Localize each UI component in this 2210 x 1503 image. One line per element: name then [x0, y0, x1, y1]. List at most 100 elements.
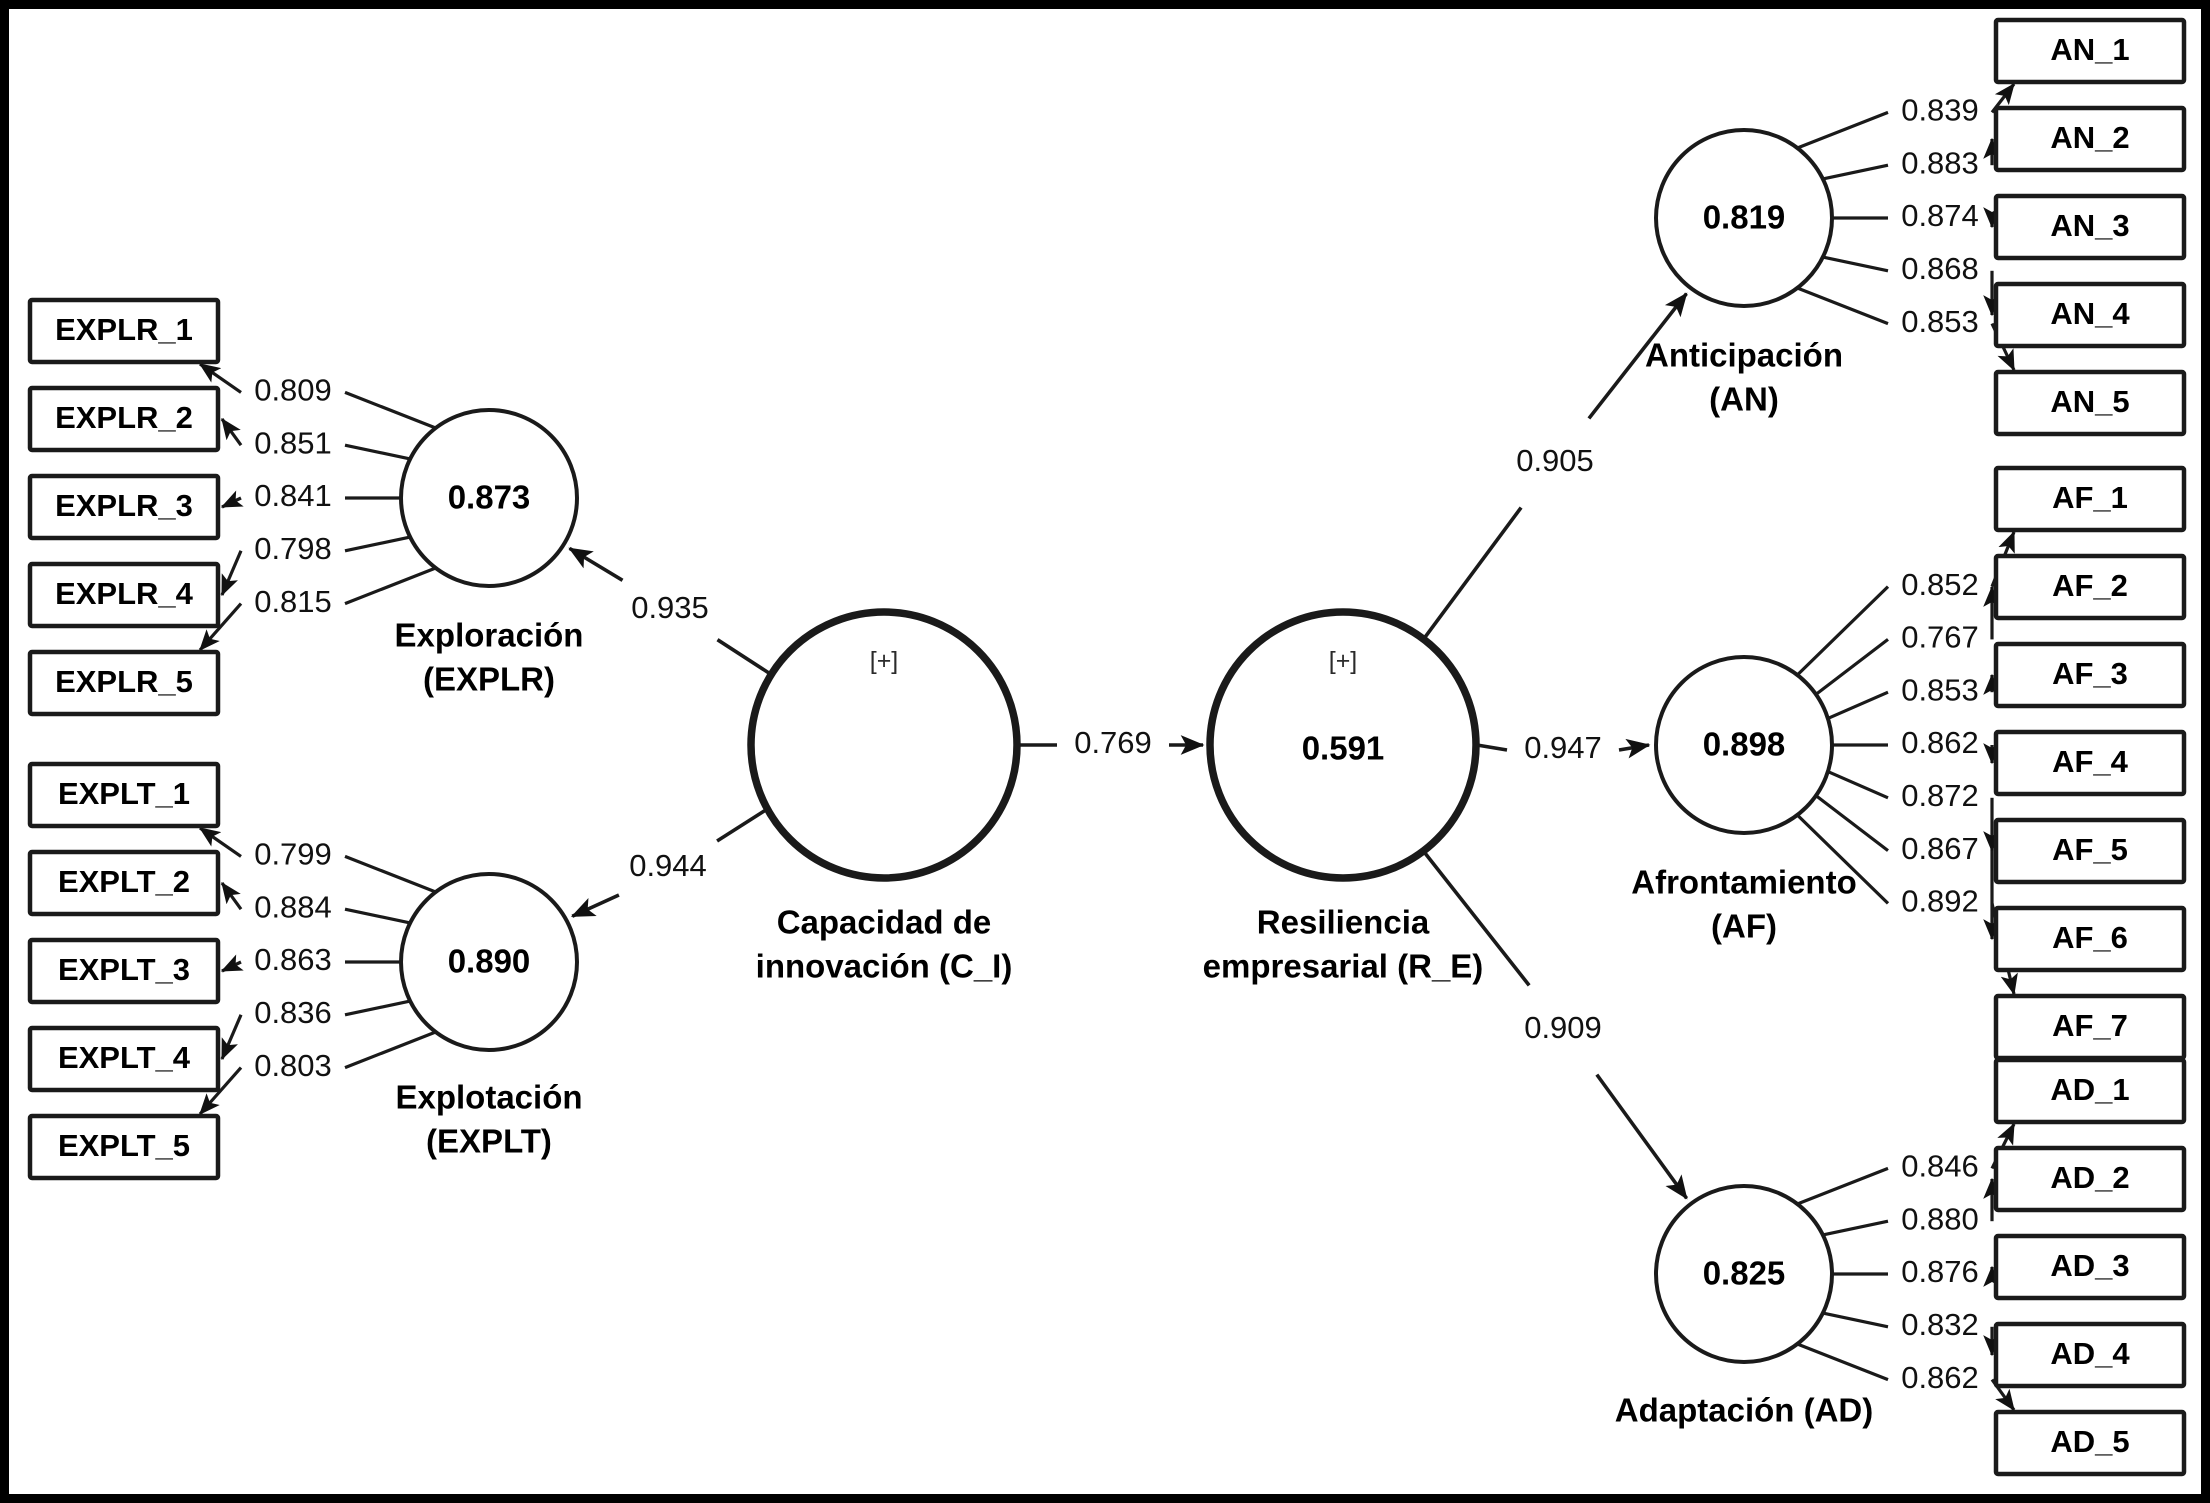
indicator-label: AD_4	[2050, 1336, 2130, 1371]
construct-circle[interactable]	[1206, 608, 1480, 882]
indicator-box	[1993, 1321, 2187, 1389]
loading-arrow-explr_2	[220, 417, 243, 447]
indicator-an_3: AN_3	[1993, 193, 2187, 261]
loading-line-explr_1	[344, 390, 437, 430]
moderation-plus-marker: [+]	[1329, 647, 1358, 675]
indicator-explt_3: EXPLT_3	[27, 937, 221, 1005]
indicator-box	[1993, 729, 2187, 797]
r-squared-value: 0.898	[1703, 726, 1786, 763]
loading-value-ad_4: 0.832	[1901, 1307, 1979, 1342]
indicator-box	[1993, 905, 2187, 973]
structural-arrow-ci-explt	[570, 893, 620, 918]
loading-line-ad_2	[1822, 1219, 1889, 1237]
loading-arrow-explt_5	[198, 1066, 243, 1116]
construct-circle[interactable]	[399, 872, 579, 1052]
indicator-box	[27, 849, 221, 917]
construct-label-explt: Explotación(EXPLT)	[395, 1079, 582, 1160]
indicator-label: AD_2	[2050, 1160, 2129, 1195]
indicator-box	[1993, 465, 2187, 533]
loading-line-explr_2	[344, 443, 411, 461]
indicator-explt_1: EXPLT_1	[27, 761, 221, 829]
latent-variable-explt[interactable]: 0.890	[399, 872, 579, 1052]
construct-name-line2: empresarial (R_E)	[1203, 948, 1484, 985]
loading-line-explt_1	[344, 854, 437, 894]
loading-arrow-explr_1	[198, 362, 242, 394]
indicator-an_5: AN_5	[1993, 369, 2187, 437]
indicator-label: AD_3	[2050, 1248, 2129, 1283]
loading-value-af_1: 0.852	[1901, 567, 1979, 602]
indicator-af_6: AF_6	[1993, 905, 2187, 973]
latent-variable-r_e[interactable]: [+]0.591	[1206, 608, 1480, 882]
indicator-box	[1993, 1233, 2187, 1301]
indicator-explr_5: EXPLR_5	[27, 649, 221, 717]
construct-label-ad: Adaptación (AD)	[1615, 1392, 1874, 1429]
loading-line-explt_5	[344, 1030, 437, 1070]
indicator-box	[27, 761, 221, 829]
construct-name-line2: (AN)	[1709, 381, 1779, 418]
indicator-af_5: AF_5	[1993, 817, 2187, 885]
structural-line-re-af	[1476, 743, 1508, 752]
loading-line-an_5	[1796, 286, 1889, 326]
indicator-box	[1993, 1057, 2187, 1125]
latent-variable-c_i[interactable]: [+]	[747, 608, 1021, 882]
construct-name-line1: Exploración	[395, 617, 584, 654]
construct-circle[interactable]	[747, 608, 1021, 882]
indicator-label: EXPLT_5	[58, 1128, 190, 1163]
structural-line-ci-explt	[716, 808, 768, 843]
indicator-ad_1: AD_1	[1993, 1057, 2187, 1125]
loading-line-af_5	[1827, 770, 1889, 800]
indicator-an_1: AN_1	[1993, 17, 2187, 85]
indicator-label: AF_1	[2052, 480, 2128, 515]
indicator-box	[27, 1025, 221, 1093]
structural-line-re-ad	[1422, 850, 1531, 987]
indicator-box	[1993, 193, 2187, 261]
loading-arrow-explr_4	[220, 550, 243, 597]
loading-value-explr_3: 0.841	[254, 478, 332, 513]
loading-value-explr_4: 0.798	[254, 531, 332, 566]
indicator-label: EXPLT_2	[58, 864, 190, 899]
latent-variable-ad[interactable]: 0.825	[1654, 1184, 1834, 1364]
construct-circle[interactable]	[1654, 1184, 1834, 1364]
indicator-label: EXPLR_2	[55, 400, 193, 435]
indicator-label: AF_7	[2052, 1008, 2128, 1043]
construct-name-line2: (EXPLT)	[426, 1123, 552, 1160]
loading-line-an_1	[1796, 110, 1889, 150]
loading-line-an_2	[1822, 163, 1889, 181]
latent-variable-explr[interactable]: 0.873	[399, 408, 579, 588]
indicator-label: AF_3	[2052, 656, 2128, 691]
indicator-label: EXPLR_1	[55, 312, 193, 347]
r-squared-value: 0.825	[1703, 1255, 1786, 1292]
path-coefficient-re-an: 0.905	[1516, 443, 1594, 478]
loading-line-explr_5	[344, 566, 437, 606]
indicator-box	[27, 297, 221, 365]
loading-value-af_2: 0.767	[1901, 620, 1979, 655]
construct-circle[interactable]	[1654, 655, 1834, 835]
latent-variable-an[interactable]: 0.819	[1654, 128, 1834, 308]
indicator-label: AF_4	[2052, 744, 2129, 779]
edge-labels-layer: 0.8090.8510.8410.7980.8150.7990.8840.863…	[254, 93, 1979, 1395]
loading-value-an_5: 0.853	[1901, 304, 1979, 339]
construct-name-line2: (EXPLR)	[423, 661, 555, 698]
indicator-label: EXPLR_4	[55, 576, 194, 611]
latent-variable-af[interactable]: 0.898	[1654, 655, 1834, 835]
loading-line-ad_5	[1796, 1342, 1889, 1382]
construct-name-line2: (AF)	[1711, 908, 1777, 945]
loading-line-ad_4	[1822, 1311, 1889, 1329]
path-coefficient-re-af: 0.947	[1524, 730, 1602, 765]
structural-line-ci-explr	[716, 638, 772, 676]
indicator-label: EXPLT_1	[58, 776, 190, 811]
loading-value-explt_2: 0.884	[254, 889, 332, 924]
indicator-label: AN_3	[2050, 208, 2129, 243]
indicator-box	[1993, 553, 2187, 621]
construct-circle[interactable]	[1654, 128, 1834, 308]
moderation-plus-marker: [+]	[870, 647, 899, 675]
indicator-af_4: AF_4	[1993, 729, 2187, 797]
path-coefficient-re-ad: 0.909	[1524, 1010, 1602, 1045]
indicator-box	[1993, 1409, 2187, 1477]
indicator-box	[1993, 1145, 2187, 1213]
construct-circle[interactable]	[399, 408, 579, 588]
indicator-label: AF_5	[2052, 832, 2128, 867]
